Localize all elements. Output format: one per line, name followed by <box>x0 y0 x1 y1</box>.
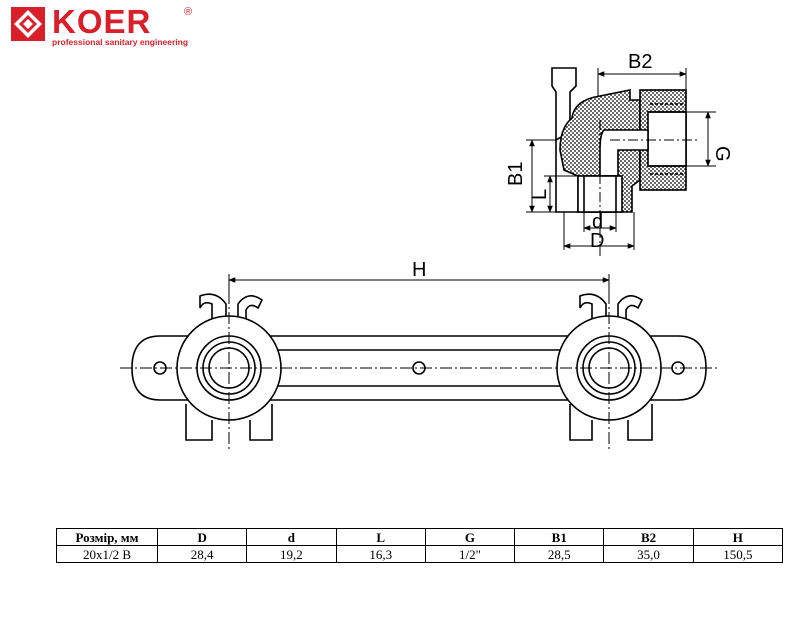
koer-logo-icon <box>11 7 45 41</box>
label-b2: B2 <box>628 51 652 73</box>
cell-size: 20x1/2 В <box>56 545 158 563</box>
cell-b1: 28,5 <box>514 545 605 563</box>
brand-name: KOER <box>52 3 152 40</box>
label-l: L <box>529 189 551 200</box>
cell-g: 1/2" <box>424 545 516 563</box>
spec-table: Розмір, мм D d L G B1 B2 H 20x1/2 В 28,4… <box>56 528 784 563</box>
brand-logo: KOER ® professional sanitary engineering <box>10 3 193 48</box>
label-d-small: d <box>592 211 603 233</box>
header-h: H <box>692 528 784 546</box>
cell-d-small: 19,2 <box>246 545 337 563</box>
header-l: L <box>335 528 426 546</box>
technical-drawing: B2 G B1 L d D <box>120 51 733 450</box>
header-b1: B1 <box>514 528 605 546</box>
header-d-large: D <box>156 528 248 546</box>
header-size: Розмір, мм <box>56 528 158 546</box>
registered-mark: ® <box>184 6 193 18</box>
label-b1: B1 <box>505 162 527 186</box>
header-b2: B2 <box>603 528 694 546</box>
section-dimensions <box>526 68 716 258</box>
cell-b2: 35,0 <box>603 545 694 563</box>
header-g: G <box>424 528 516 546</box>
header-d-small: d <box>246 528 337 546</box>
label-h: H <box>412 259 426 281</box>
table-row: 20x1/2 В 28,4 19,2 16,3 1/2" 28,5 35,0 1… <box>56 545 784 563</box>
front-view <box>120 274 720 450</box>
cell-d-large: 28,4 <box>156 545 248 563</box>
cell-h: 150,5 <box>692 545 784 563</box>
table-header-row: Розмір, мм D d L G B1 B2 H <box>56 528 784 546</box>
label-d-large: D <box>590 230 604 252</box>
brand-tagline: professional sanitary engineering <box>52 37 189 47</box>
label-g: G <box>711 146 733 162</box>
cell-l: 16,3 <box>335 545 426 563</box>
